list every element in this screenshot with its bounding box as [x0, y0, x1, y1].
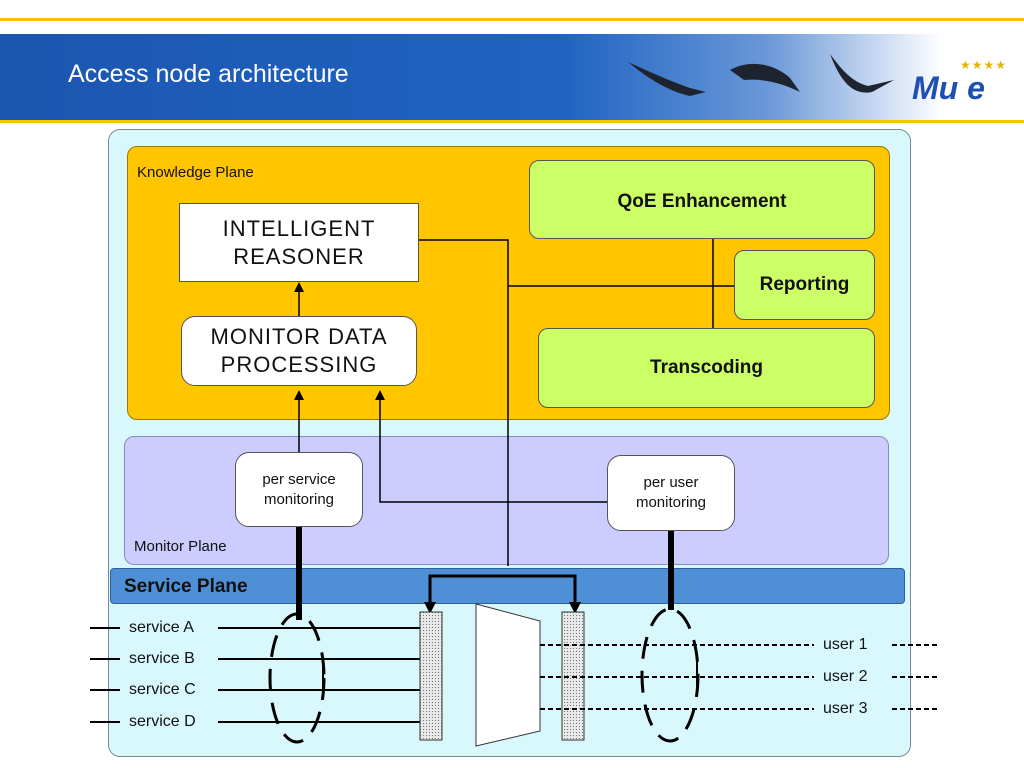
arrowhead-buffer-left: [424, 602, 436, 614]
per-service-monitoring-block: per service monitoring: [235, 452, 363, 527]
reporting-block: Reporting: [734, 250, 875, 320]
service-d-label: service D: [129, 713, 196, 730]
arrowhead-reasoner: [294, 282, 304, 292]
logo-stars-icon: ★★★★: [960, 58, 1008, 72]
qoe-enhancement-block: QoE Enhancement: [529, 160, 875, 239]
per-user-monitoring-block: per user monitoring: [607, 455, 735, 531]
processing-line-1: MONITOR DATA: [210, 324, 388, 349]
reasoner-control-line: [419, 239, 509, 566]
monitor-data-processing-block: MONITOR DATA PROCESSING: [181, 316, 417, 386]
transcoding-block: Transcoding: [538, 328, 875, 408]
service-a-label: service A: [129, 619, 194, 636]
bird-1-icon: [628, 62, 706, 96]
slide-header: [0, 34, 1024, 120]
header-bottom-line: [0, 120, 1024, 123]
service-b-label: service B: [129, 650, 195, 667]
reasoner-line-2: REASONER: [233, 243, 365, 269]
service-c-label: service C: [129, 681, 196, 698]
slide-title: Access node architecture: [68, 60, 349, 88]
header-top-line: [0, 18, 1024, 21]
user-group-ellipse: [640, 607, 700, 743]
per-service-line-2: monitoring: [263, 490, 335, 508]
per-user-line-2: monitoring: [635, 494, 707, 511]
intelligent-reasoner-block: INTELLIGENT REASONER: [179, 203, 419, 282]
service-plane: [110, 568, 905, 604]
service-plane-label: Service Plane: [124, 576, 248, 597]
switch-fabric: [475, 603, 541, 747]
arrow-per-user-to-processing: [379, 394, 607, 503]
user-2-label: user 2: [823, 668, 868, 685]
transcoding-label: Transcoding: [650, 357, 763, 378]
arrowhead-processing-2: [375, 390, 385, 400]
per-service-line-1: per service: [262, 470, 336, 488]
switch-control-bracket: [428, 574, 577, 604]
monitor-plane-label: Monitor Plane: [134, 538, 227, 555]
reporting-label: Reporting: [759, 274, 850, 295]
knowledge-plane-label: Knowledge Plane: [137, 164, 254, 181]
input-buffer: [419, 611, 443, 741]
muse-logo: Mu e: [912, 70, 985, 106]
user-1-label: user 1: [823, 636, 868, 653]
bird-3-icon: [830, 54, 894, 93]
arrowhead-processing-1: [294, 390, 304, 400]
processing-line-2: PROCESSING: [220, 352, 378, 377]
user-3-label: user 3: [823, 700, 868, 717]
reasoner-line-1: INTELLIGENT: [222, 215, 376, 241]
per-user-line-1: per user: [643, 474, 699, 491]
bird-2-icon: [730, 63, 800, 92]
arrowhead-buffer-right: [569, 602, 581, 614]
qoe-label: QoE Enhancement: [617, 191, 787, 212]
